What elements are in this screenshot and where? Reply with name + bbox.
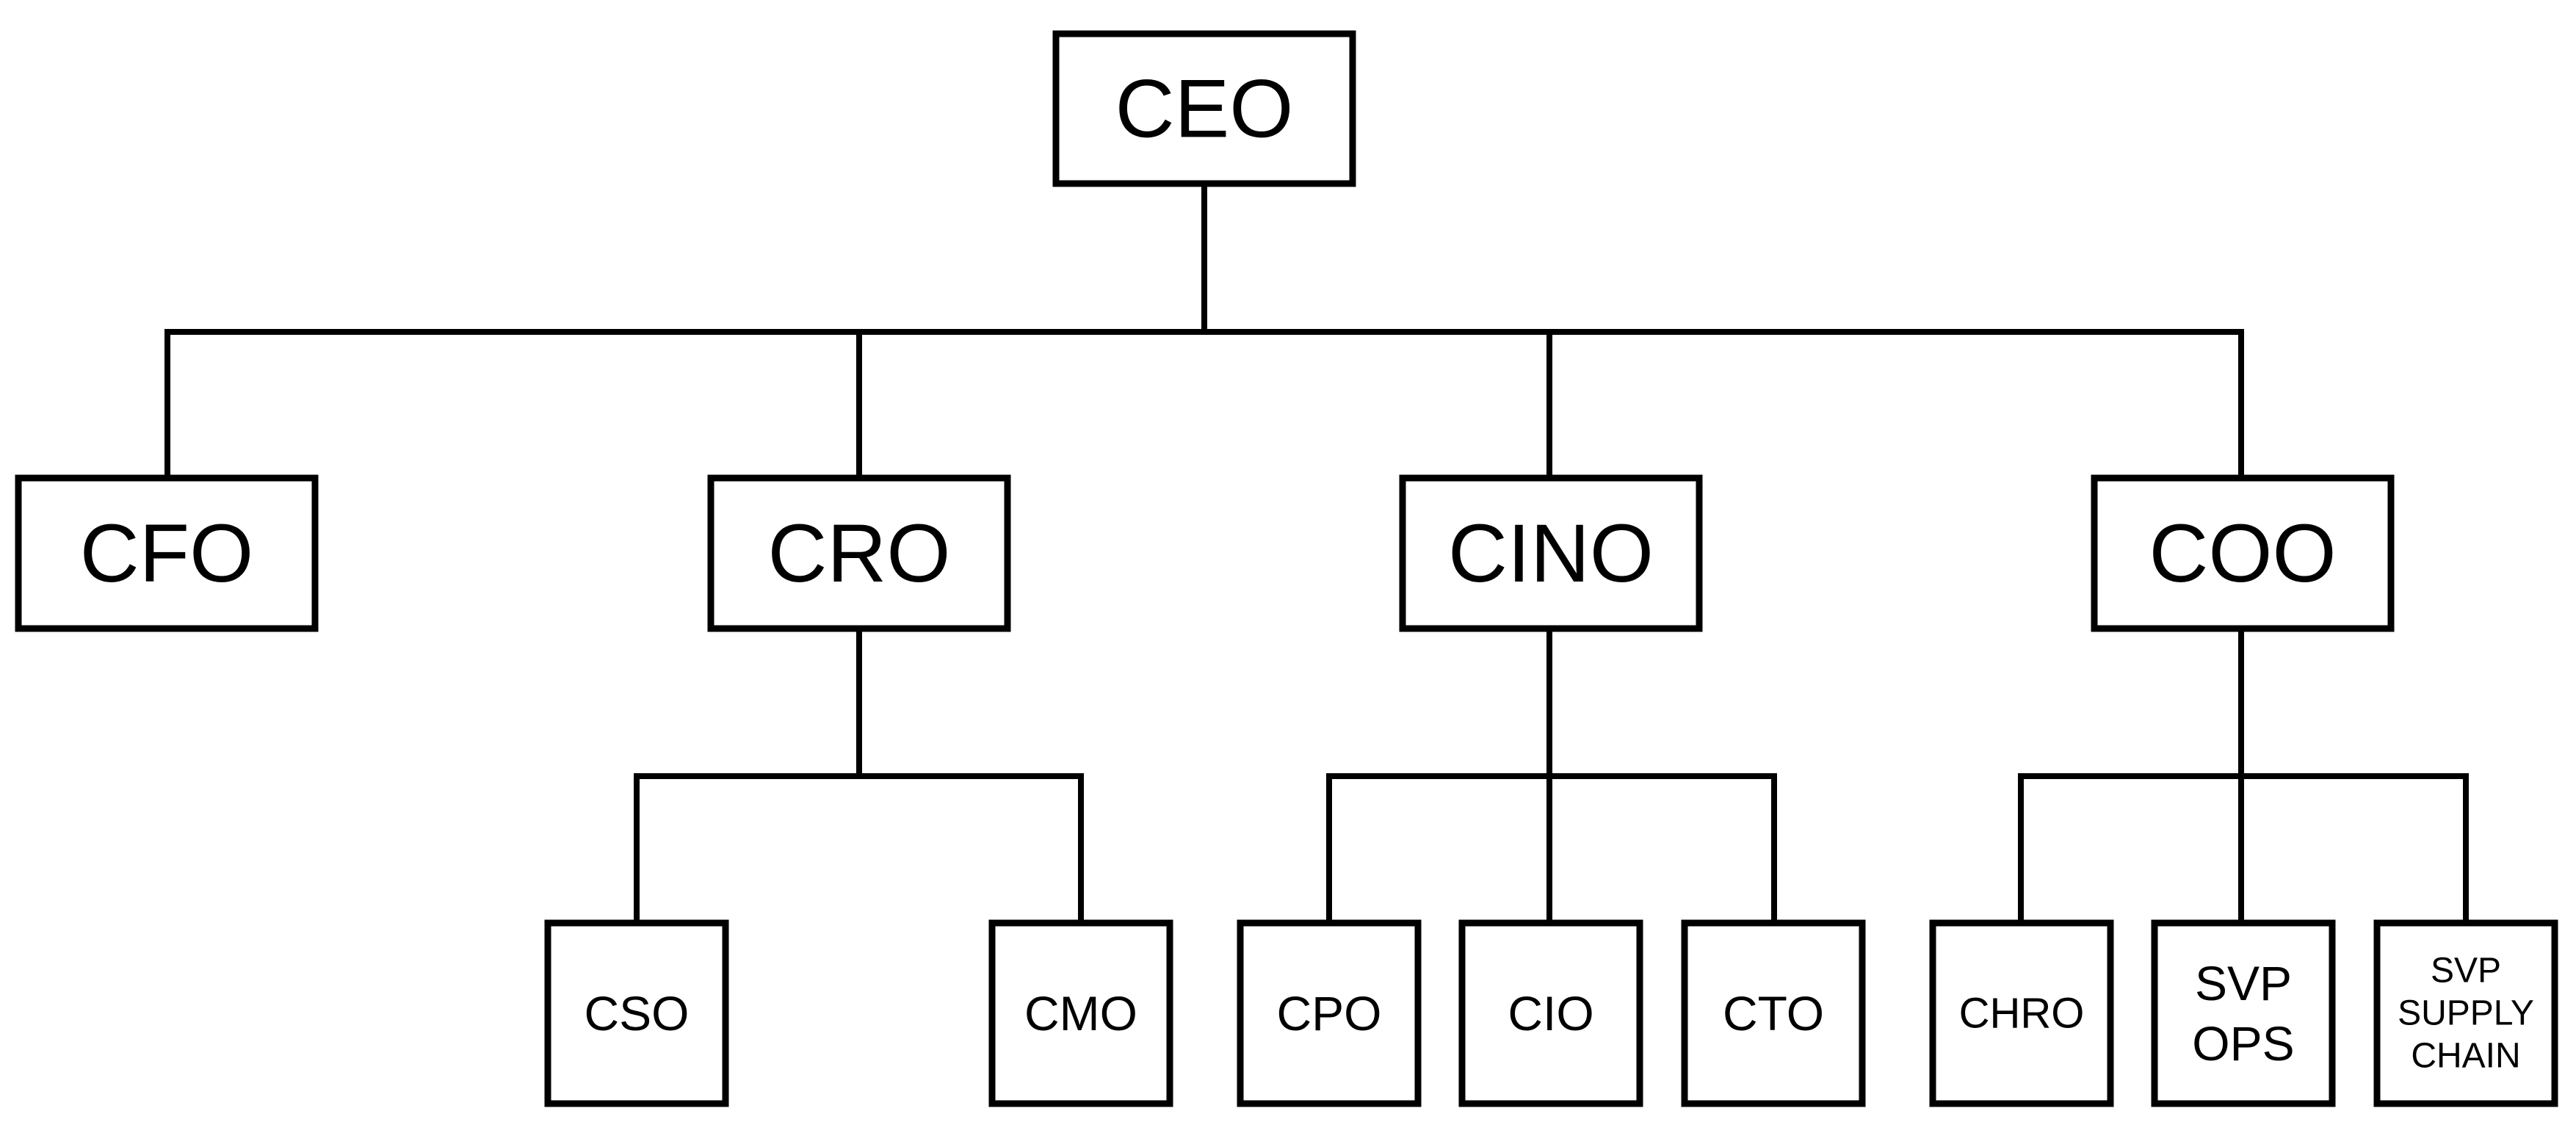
node-label-coo: COO xyxy=(2149,507,2336,599)
node-box-cmo xyxy=(988,919,1173,1107)
node-cso: CSO xyxy=(544,919,729,1107)
node-label-cmo: CMO xyxy=(1024,986,1137,1040)
node-label-svp-ops-line2: OPS xyxy=(2192,1016,2294,1071)
org-nodes: CEO CFO CRO CINO COO CSO CMO CPO CIO CTO CHRO SVP OP… xyxy=(15,30,2558,1107)
node-label-cro: CRO xyxy=(768,507,951,599)
node-label-cfo: CFO xyxy=(80,507,253,599)
node-box-cso xyxy=(544,919,729,1107)
node-box-ceo xyxy=(1052,30,1356,187)
node-cmo: CMO xyxy=(988,919,1173,1107)
node-box-chro xyxy=(1929,919,2114,1107)
node-box-cfo xyxy=(15,474,319,632)
node-box-svp-supply-chain xyxy=(2373,919,2558,1107)
node-chro: CHRO xyxy=(1929,919,2114,1107)
node-cto: CTO xyxy=(1681,919,1866,1107)
node-box-coo xyxy=(2091,474,2395,632)
node-ceo: CEO xyxy=(1052,30,1356,187)
connector-lines xyxy=(164,181,2469,926)
node-label-cto: CTO xyxy=(1723,986,1824,1040)
node-label-cpo: CPO xyxy=(1276,986,1381,1040)
node-label-svp-supply-chain-line1: SVP xyxy=(2431,952,2501,991)
node-box-svp-ops xyxy=(2151,919,2336,1107)
node-label-svp-ops-line1: SVP xyxy=(2195,956,2292,1010)
node-box-cino xyxy=(1399,474,1703,632)
node-box-cio xyxy=(1458,919,1643,1107)
node-cfo: CFO xyxy=(15,474,319,632)
node-svp-ops: SVP OPS xyxy=(2151,919,2336,1107)
node-label-chro: CHRO xyxy=(1959,990,2085,1038)
node-coo: COO xyxy=(2091,474,2395,632)
node-cio: CIO xyxy=(1458,919,1643,1107)
node-label-ceo: CEO xyxy=(1115,63,1294,155)
node-box-cro xyxy=(707,474,1011,632)
node-label-svp-supply-chain-line3: CHAIN xyxy=(2411,1037,2520,1076)
node-label-cio: CIO xyxy=(1508,986,1593,1040)
node-cro: CRO xyxy=(707,474,1011,632)
node-label-cino: CINO xyxy=(1448,507,1654,599)
node-box-cpo xyxy=(1237,919,1422,1107)
node-label-cso: CSO xyxy=(584,986,689,1040)
node-cpo: CPO xyxy=(1237,919,1422,1107)
node-label-svp-supply-chain-line2: SUPPLY xyxy=(2398,994,2534,1033)
node-cino: CINO xyxy=(1399,474,1703,632)
node-box-cto xyxy=(1681,919,1866,1107)
